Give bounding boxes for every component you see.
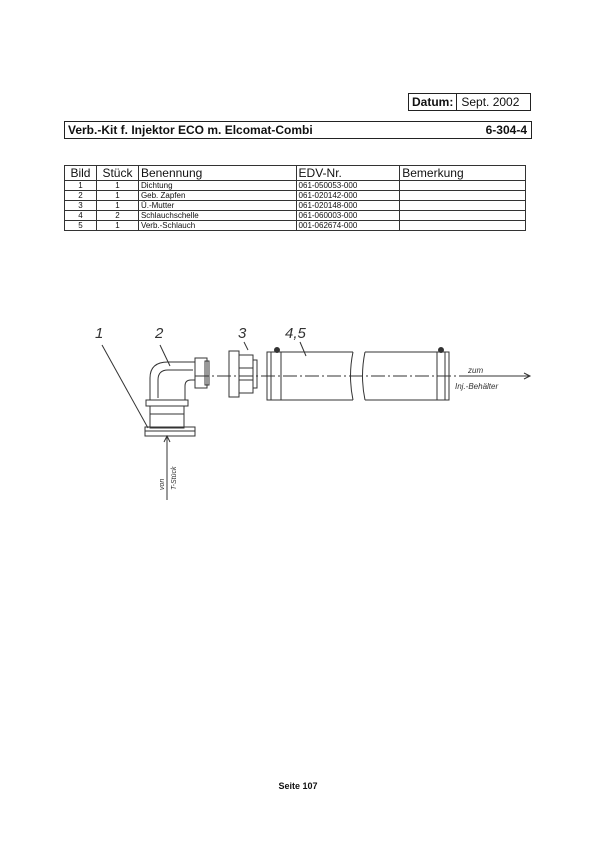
- cell-bemerkung: [399, 190, 526, 201]
- hose-part-4-5: [266, 347, 450, 401]
- leader-line-1: [101, 344, 149, 429]
- col-header-benennung: Benennung: [137, 165, 297, 181]
- cell-benennung: Ü.-Mutter: [137, 200, 297, 211]
- gasket-part-1: [144, 426, 196, 437]
- table-header-row: Bild Stück Benennung EDV-Nr. Bemerkung: [64, 165, 526, 181]
- cell-stueck: 1: [95, 190, 139, 201]
- cell-bemerkung: [399, 200, 526, 211]
- cell-bild: 3: [64, 200, 97, 211]
- elbow-part-2: [145, 357, 210, 429]
- cell-bild: 1: [64, 180, 97, 191]
- date-value: Sept. 2002: [461, 95, 520, 109]
- annotation-inj-behaelter: Inj.-Behälter: [455, 382, 498, 391]
- date-box: Datum: Sept. 2002: [408, 93, 531, 111]
- part-label-4-5: 4,5: [285, 325, 307, 342]
- leader-line-4-5: [299, 341, 307, 357]
- cell-edv-nr: 061-060003-000: [295, 210, 401, 221]
- document-title: Verb.-Kit f. Injektor ECO m. Elcomat-Com…: [68, 123, 313, 137]
- cell-benennung: Schlauchschelle: [137, 210, 297, 221]
- cell-edv-nr: 061-020148-000: [295, 200, 401, 211]
- arrow-up-icon: [163, 434, 171, 443]
- union-nut-part-3: [228, 350, 258, 398]
- annotation-zum: zum: [467, 366, 483, 375]
- cell-edv-nr: 001-062674-000: [295, 220, 401, 231]
- page-number: Seite 107: [278, 781, 318, 791]
- cell-stueck: 1: [95, 220, 139, 231]
- cell-bemerkung: [399, 180, 526, 191]
- cell-stueck: 2: [95, 210, 139, 221]
- assembly-drawing: 1 2 3 4,5: [95, 325, 532, 500]
- part-label-2: 2: [154, 325, 164, 342]
- table-row: 1 1 Dichtung 061-050053-000: [64, 180, 526, 191]
- cell-edv-nr: 061-020142-000: [295, 190, 401, 201]
- title-bar: Verb.-Kit f. Injektor ECO m. Elcomat-Com…: [64, 121, 532, 139]
- cell-bemerkung: [399, 210, 526, 221]
- cell-benennung: Geb. Zapfen: [137, 190, 297, 201]
- part-label-1: 1: [95, 325, 103, 342]
- cell-bild: 5: [64, 220, 97, 231]
- part-label-3: 3: [238, 325, 247, 342]
- cell-benennung: Dichtung: [137, 180, 297, 191]
- table-row: 3 1 Ü.-Mutter 061-020148-000: [64, 200, 526, 211]
- col-header-edv-nr: EDV-Nr.: [295, 165, 401, 181]
- date-label: Datum:: [409, 94, 458, 110]
- table-row: 4 2 Schlauchschelle 061-060003-000: [64, 210, 526, 221]
- annotation-t-stueck: T-Stück: [171, 466, 178, 490]
- cell-bemerkung: [399, 220, 526, 231]
- cell-bild: 2: [64, 190, 97, 201]
- col-header-bild: Bild: [64, 165, 97, 181]
- document-code: 6-304-4: [485, 123, 527, 137]
- cell-edv-nr: 061-050053-000: [295, 180, 401, 191]
- cell-stueck: 1: [95, 200, 139, 211]
- annotation-von: von: [159, 479, 166, 490]
- arrow-head-icon: [523, 372, 532, 380]
- leader-line-3: [243, 341, 249, 351]
- cell-benennung: Verb.-Schlauch: [137, 220, 297, 231]
- parts-table: Bild Stück Benennung EDV-Nr. Bemerkung 1…: [64, 165, 526, 231]
- cell-stueck: 1: [95, 180, 139, 191]
- table-row: 2 1 Geb. Zapfen 061-020142-000: [64, 190, 526, 201]
- col-header-bemerkung: Bemerkung: [399, 165, 526, 181]
- table-row: 5 1 Verb.-Schlauch 001-062674-000: [64, 220, 526, 231]
- cell-bild: 4: [64, 210, 97, 221]
- col-header-stueck: Stück: [95, 165, 139, 181]
